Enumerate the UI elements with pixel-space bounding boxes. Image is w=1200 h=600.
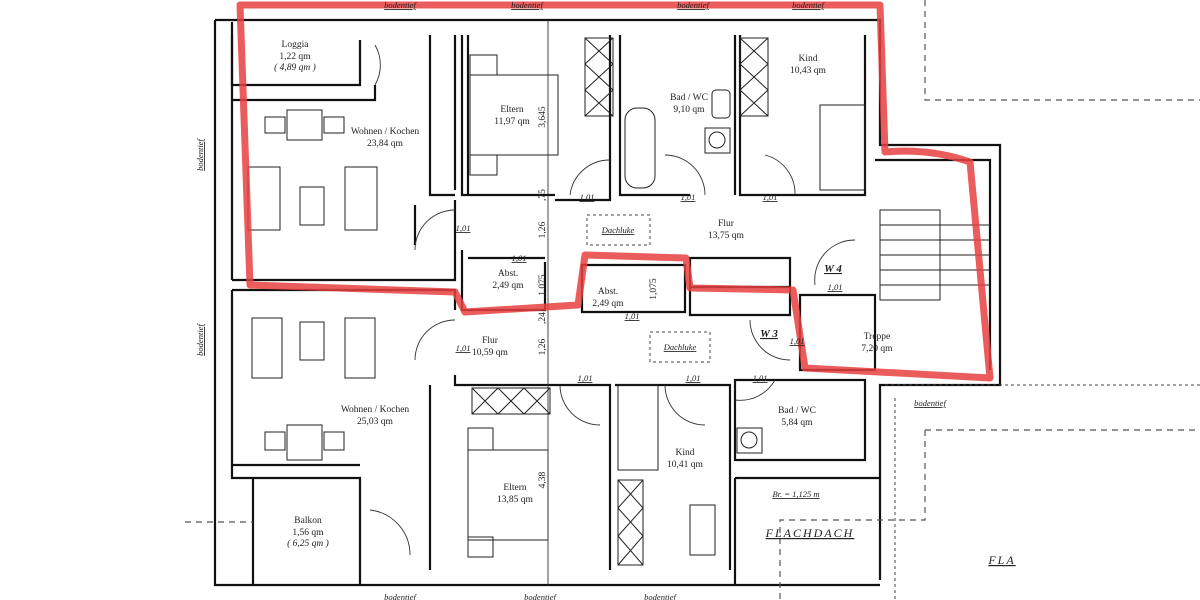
dimension: 1,075 <box>538 274 548 296</box>
dimension: 4,38 <box>538 471 548 488</box>
door-width-labels: 1,01 1,01 1,01 1,01 1,01 1,01 1,01 1,01 … <box>456 192 843 383</box>
room-name: Flur <box>482 336 499 346</box>
dimension: ,75 <box>538 189 548 201</box>
flachdach-label-partial: FLA <box>987 553 1015 567</box>
annotations: Dachluke Dachluke W 4 W 3 FLACHDACH FLA … <box>195 0 1015 600</box>
door-width: 1,01 <box>456 223 471 233</box>
bodentief-label: bodentief <box>644 592 677 600</box>
room-name: Bad / WC <box>778 406 816 416</box>
dimension: 1,26 <box>538 338 548 355</box>
dimension: 3,645 <box>538 106 548 128</box>
dachluke-label: Dachluke <box>663 342 697 352</box>
dashed-outlines <box>185 0 1200 600</box>
room-area: 2,49 qm <box>592 299 624 309</box>
door-width: 1,01 <box>753 373 768 383</box>
bodentief-label: bodentief <box>511 0 544 10</box>
room-area: 13,85 qm <box>497 495 534 505</box>
room-area: 10,59 qm <box>472 348 509 358</box>
room-name: Balkon <box>294 516 322 526</box>
dachluke-lower <box>649 331 711 363</box>
door-width: 1,01 <box>763 192 778 202</box>
room-area: 23,84 qm <box>367 139 404 149</box>
room-name: Loggia <box>282 40 310 50</box>
room-area-full: ( 4,89 qm ) <box>274 62 316 73</box>
room-area: 7,20 qm <box>861 344 893 354</box>
room-name: Treppe <box>864 332 891 342</box>
bodentief-label: bodentief <box>195 323 205 356</box>
bodentief-label: bodentief <box>914 398 947 408</box>
dimension: 1,075 <box>649 278 659 300</box>
door-width: 1,01 <box>681 192 696 202</box>
furniture <box>247 37 990 566</box>
room-name: Wohnen / Kochen <box>351 127 420 137</box>
bodentief-label: bodentief <box>195 138 205 171</box>
dimension: 1,26 <box>538 221 548 238</box>
room-area-full: ( 6,25 qm ) <box>287 538 329 549</box>
apartment-w4: W 4 <box>824 263 842 275</box>
room-area: 2,49 qm <box>492 281 524 291</box>
apartment-w3: W 3 <box>760 328 778 340</box>
door-width: 1,01 <box>790 336 805 346</box>
dachluke-label: Dachluke <box>601 225 635 235</box>
room-name: Eltern <box>500 105 523 115</box>
bodentief-label: bodentief <box>384 0 417 10</box>
bodentief-label: bodentief <box>677 0 710 10</box>
room-area: 10,43 qm <box>790 66 827 76</box>
door-width: 1,01 <box>578 373 593 383</box>
room-area: 9,10 qm <box>673 105 705 115</box>
room-area: 25,03 qm <box>357 417 394 427</box>
flachdach-label: FLACHDACH <box>765 526 855 540</box>
door-width: 1,01 <box>512 253 527 263</box>
room-name: Eltern <box>503 483 526 493</box>
room-name: Abst. <box>498 269 518 279</box>
room-name: Abst. <box>598 287 618 297</box>
door-width: 1,01 <box>625 311 640 321</box>
door-width: 1,01 <box>828 282 843 292</box>
room-name: Wohnen / Kochen <box>341 405 410 415</box>
door-width: 1,01 <box>686 373 701 383</box>
bodentief-label: bodentief <box>792 0 825 10</box>
highlight-outline <box>236 1 994 382</box>
room-name: Bad / WC <box>670 93 708 103</box>
door-swings <box>369 20 856 585</box>
bodentief-label: bodentief <box>384 592 417 600</box>
room-area: 1,56 qm <box>292 528 324 538</box>
dimension: ,24 <box>538 312 548 324</box>
room-area: 11,97 qm <box>494 117 530 127</box>
door-width: 1,01 <box>580 192 595 202</box>
room-area: 1,22 qm <box>279 52 311 62</box>
dachluke-upper <box>586 214 651 246</box>
bodentief-label: bodentief <box>524 592 557 600</box>
width-note: Br. = 1,125 m <box>772 489 819 499</box>
room-name: Kind <box>676 448 695 458</box>
room-area: 10,41 qm <box>667 460 704 470</box>
room-name: Flur <box>718 219 735 229</box>
room-labels: Loggia 1,22 qm ( 4,89 qm ) Wohnen / Koch… <box>274 40 893 549</box>
room-area: 5,84 qm <box>781 418 813 428</box>
room-area: 13,75 qm <box>708 231 745 241</box>
door-width: 1,01 <box>456 343 471 353</box>
room-name: Kind <box>799 54 818 64</box>
